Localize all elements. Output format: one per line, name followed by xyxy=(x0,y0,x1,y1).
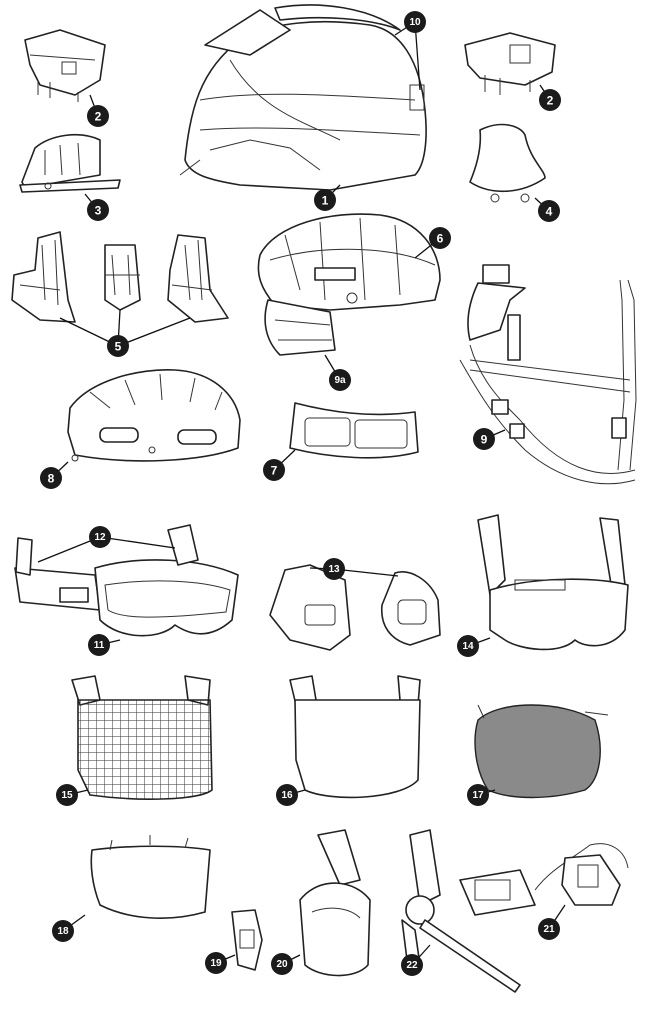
callout-1: 1 xyxy=(314,189,336,211)
callout-circle xyxy=(539,89,561,111)
callout-19: 19 xyxy=(205,952,227,974)
callout-circle xyxy=(89,526,111,548)
callout-number: 7 xyxy=(271,464,278,478)
visor xyxy=(477,514,629,651)
callout-9: 9 xyxy=(473,428,495,450)
callout-20: 20 xyxy=(271,953,293,975)
callout-circle xyxy=(271,953,293,975)
callout-circle xyxy=(107,335,129,357)
callout-circle xyxy=(263,459,285,481)
callout-2b: 2 xyxy=(539,89,561,111)
callout-4: 4 xyxy=(538,200,560,222)
callout-number: 9a xyxy=(334,375,346,386)
bracket-set xyxy=(11,231,229,323)
callout-11: 11 xyxy=(88,634,110,656)
callout-circle xyxy=(404,11,426,33)
callout-number: 15 xyxy=(61,790,73,801)
callout-number: 11 xyxy=(94,640,105,651)
callout-number: 6 xyxy=(437,232,444,246)
callout-circle xyxy=(205,952,227,974)
callout-22: 22 xyxy=(401,954,423,976)
callout-5: 5 xyxy=(107,335,129,357)
callout-15: 15 xyxy=(56,784,78,806)
face-shield xyxy=(289,675,421,799)
chin-cup xyxy=(469,123,546,203)
callout-number: 13 xyxy=(328,564,340,575)
callout-number: 2 xyxy=(95,110,102,124)
sweatband xyxy=(289,402,419,459)
goggles xyxy=(14,524,239,637)
callout-circle xyxy=(538,918,560,940)
callout-3: 3 xyxy=(87,199,109,221)
callout-2a: 2 xyxy=(87,105,109,127)
callout-circle xyxy=(88,634,110,656)
callout-13: 13 xyxy=(323,558,345,580)
callout-number: 5 xyxy=(115,340,122,354)
callout-number: 10 xyxy=(409,17,421,28)
callout-number: 22 xyxy=(406,960,418,971)
clip-left xyxy=(24,29,106,102)
mesh-visor xyxy=(71,675,213,800)
callout-number: 9 xyxy=(481,433,488,447)
callout-12: 12 xyxy=(89,526,111,548)
callout-number: 12 xyxy=(94,532,106,543)
callout-10: 10 xyxy=(404,11,426,33)
callout-circle xyxy=(401,954,423,976)
comm-unit xyxy=(459,843,629,916)
callout-circle xyxy=(40,467,62,489)
callout-circle xyxy=(314,189,336,211)
callout-17: 17 xyxy=(467,784,489,806)
callout-circle xyxy=(329,369,351,391)
nape-piece xyxy=(19,133,121,193)
adapter xyxy=(231,909,263,971)
callout-18: 18 xyxy=(52,920,74,942)
callout-14: 14 xyxy=(457,635,479,657)
storage-bag xyxy=(474,704,609,799)
callout-16: 16 xyxy=(276,784,298,806)
callout-number: 16 xyxy=(281,790,293,801)
callout-circle xyxy=(538,200,560,222)
chin-strap xyxy=(459,264,637,485)
callout-number: 2 xyxy=(547,94,554,108)
callout-7: 7 xyxy=(263,459,285,481)
callout-number: 3 xyxy=(95,204,102,218)
callout-number: 19 xyxy=(210,958,222,969)
callout-number: 14 xyxy=(462,641,474,652)
callout-number: 1 xyxy=(322,194,329,208)
callout-circle xyxy=(457,635,479,657)
clip-right xyxy=(464,32,556,95)
callout-circle xyxy=(87,105,109,127)
callout-circle xyxy=(52,920,74,942)
callout-circle xyxy=(56,784,78,806)
callout-6: 6 xyxy=(429,227,451,249)
callout-circle xyxy=(467,784,489,806)
ear-clips xyxy=(269,564,441,651)
helmet-shell xyxy=(179,4,427,191)
callout-circle xyxy=(429,227,451,249)
callout-9a: 9a xyxy=(329,369,351,391)
callout-number: 17 xyxy=(472,790,484,801)
callout-21: 21 xyxy=(538,918,560,940)
neck-protector xyxy=(90,835,211,919)
inner-frame xyxy=(67,369,241,462)
callout-circle xyxy=(323,558,345,580)
callout-circle xyxy=(87,199,109,221)
harness-assembly xyxy=(257,213,441,356)
callout-number: 18 xyxy=(57,926,69,937)
callout-number: 8 xyxy=(48,472,55,486)
callout-number: 21 xyxy=(543,924,555,935)
callout-circle xyxy=(473,428,495,450)
callout-number: 20 xyxy=(276,959,288,970)
ear-muff xyxy=(299,829,371,977)
callout-circle xyxy=(276,784,298,806)
callout-number: 4 xyxy=(546,205,553,219)
callout-8: 8 xyxy=(40,467,62,489)
